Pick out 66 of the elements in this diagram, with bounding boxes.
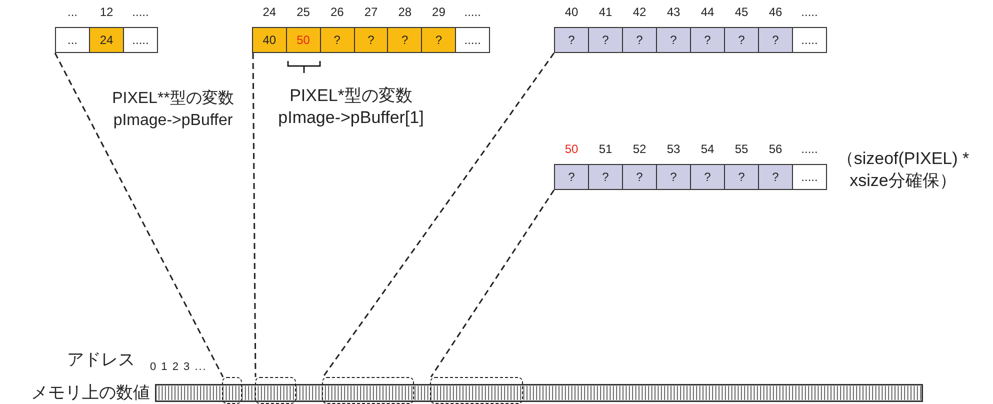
address-number: 28 bbox=[397, 5, 413, 19]
cell-value: ..... bbox=[801, 170, 818, 184]
address-number: ..... bbox=[800, 5, 819, 19]
variable-label: PIXEL*型の変数 pImage->pBuffer[1] bbox=[277, 85, 425, 129]
address-number: 51 bbox=[598, 142, 614, 156]
cell-value: ? bbox=[704, 33, 711, 47]
address-number: 44 bbox=[700, 5, 716, 19]
dashed-leader-line bbox=[252, 53, 256, 377]
dashed-leader-line bbox=[322, 52, 555, 378]
address-numbers: 0 1 2 3 ... bbox=[150, 360, 208, 375]
address-number: 46 bbox=[768, 5, 784, 19]
allocation-note: （sizeof(PIXEL) * xsize分確保） bbox=[836, 148, 970, 192]
address-number: ... bbox=[66, 5, 78, 19]
address-number: ..... bbox=[463, 5, 482, 19]
cell-value: ? bbox=[704, 170, 711, 184]
address-number: 53 bbox=[666, 142, 682, 156]
cell-value: ..... bbox=[801, 33, 818, 47]
address-number: 50 bbox=[564, 142, 580, 156]
address-number: 42 bbox=[632, 5, 648, 19]
address-number: 52 bbox=[632, 142, 648, 156]
address-number: 25 bbox=[296, 5, 311, 19]
cell-value: ? bbox=[568, 33, 575, 47]
cell-value: 24 bbox=[100, 33, 114, 47]
cell-value: ? bbox=[435, 33, 442, 47]
cell-value: ? bbox=[568, 170, 575, 184]
address-number: 56 bbox=[768, 142, 784, 156]
address-number: 43 bbox=[666, 5, 682, 19]
cell-value: ? bbox=[402, 33, 408, 47]
variable-label: PIXEL**型の変数 pImage->pBuffer bbox=[111, 88, 235, 131]
address-number: 41 bbox=[598, 5, 614, 19]
cell-value: ? bbox=[670, 170, 677, 184]
cell-value: ..... bbox=[464, 33, 481, 47]
dashed-bracket bbox=[255, 377, 296, 404]
cell-value: 50 bbox=[296, 33, 310, 47]
dashed-leader-line bbox=[54, 52, 224, 378]
dashed-leader-line bbox=[430, 190, 555, 378]
address-number: 24 bbox=[262, 5, 278, 19]
cell-value: 40 bbox=[262, 33, 276, 47]
cell-value: ? bbox=[738, 33, 745, 47]
row-label: メモリ上の数値 bbox=[30, 382, 150, 404]
address-number: 26 bbox=[329, 5, 345, 19]
cell-value: ? bbox=[368, 33, 374, 47]
cell-value: ? bbox=[602, 33, 609, 47]
row-label: アドレス bbox=[66, 349, 135, 371]
address-number: 45 bbox=[734, 5, 750, 19]
cell-value: ? bbox=[602, 170, 609, 184]
cell-value: ? bbox=[772, 170, 779, 184]
address-number: 55 bbox=[734, 142, 750, 156]
address-number: 27 bbox=[363, 5, 379, 19]
address-number: 54 bbox=[700, 142, 716, 156]
dashed-bracket bbox=[430, 377, 523, 404]
address-number: 29 bbox=[431, 5, 446, 19]
dashed-bracket bbox=[322, 377, 414, 404]
cell-value: ..... bbox=[132, 33, 149, 47]
cell-value: ? bbox=[636, 33, 643, 47]
cell-value: ? bbox=[636, 170, 643, 184]
dashed-bracket bbox=[222, 377, 242, 404]
cell-value: ... bbox=[67, 33, 78, 47]
cell-value: ? bbox=[738, 170, 745, 184]
cell-value: ? bbox=[670, 33, 677, 47]
cell-value: ? bbox=[334, 33, 340, 47]
cell-value: ? bbox=[772, 33, 779, 47]
address-number: ..... bbox=[800, 142, 819, 156]
address-number: 40 bbox=[564, 5, 580, 19]
address-number: 12 bbox=[98, 5, 114, 19]
address-number: ..... bbox=[131, 5, 150, 19]
